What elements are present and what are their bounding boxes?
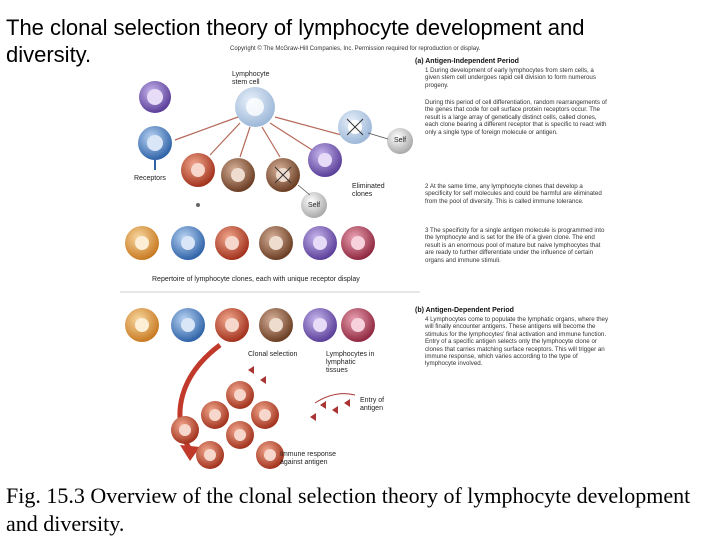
stem-cell-label: Lymphocyte stem cell — [232, 71, 270, 86]
panel-a-title: (a) Antigen-Independent Period — [415, 58, 519, 65]
lymphatic-row — [125, 308, 375, 342]
slide-title: The clonal selection theory of lymphocyt… — [6, 15, 585, 67]
entry-of-antigen-label: Entry of antigen — [360, 397, 385, 412]
stem-cell — [235, 87, 275, 127]
clonal-selection-figure: Lymphocyte stem cell Receptors Self Self… — [120, 55, 608, 473]
panel-a-step3: 3 The specificity for a single antigen m… — [425, 227, 605, 264]
panel-b-title: (b) Antigen-Dependent Period — [415, 307, 514, 314]
eliminated-clones-label: Eliminated clones — [352, 183, 385, 198]
receptors-label: Receptors — [134, 175, 166, 182]
panel-a-step1-detail: During this period of cell differentiati… — [425, 99, 607, 136]
figure-illustration — [120, 81, 420, 469]
repertoire-label: Repertoire of lymphocyte clones, each wi… — [152, 276, 360, 283]
panel-b-step4: 4 Lymphocytes come to populate the lymph… — [425, 316, 609, 368]
left-progeny-cells — [138, 81, 172, 170]
self-molecule-top — [387, 128, 413, 154]
self-label-top: Self — [394, 137, 407, 144]
immune-response-label: Immune response against antigen — [280, 451, 337, 466]
copyright-notice: Copyright © The McGraw-Hill Companies, I… — [230, 46, 481, 52]
self-molecule-middle — [301, 192, 327, 218]
panel-a-step1: 1 During development of early lymphocyte… — [425, 67, 596, 89]
antigen-marks — [248, 366, 350, 421]
expanded-clone-cluster — [171, 381, 284, 469]
developing-clones-row — [181, 110, 372, 207]
self-label-middle: Self — [308, 202, 321, 209]
panel-a-step2: 2 At the same time, any lymphocyte clone… — [425, 183, 602, 205]
lymphatic-tissues-label: Lymphocytes in lymphatic tissues — [326, 351, 375, 374]
repertoire-row — [125, 226, 375, 260]
figure-caption: Fig. 15.3 Overview of the clonal selecti… — [6, 483, 691, 536]
elimination-marks — [274, 118, 364, 184]
clonal-selection-label: Clonal selection — [248, 351, 298, 358]
